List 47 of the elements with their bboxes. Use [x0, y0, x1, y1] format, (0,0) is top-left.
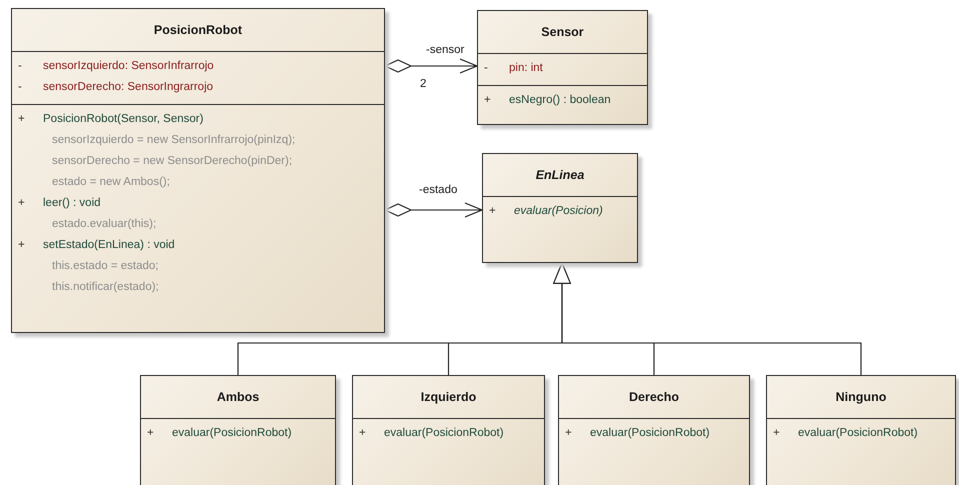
class-name: PosicionRobot	[154, 23, 242, 37]
class-box	[558, 375, 750, 485]
method-text: evaluar(PosicionRobot)	[172, 426, 292, 440]
class-box	[766, 375, 956, 485]
class-box	[477, 10, 648, 125]
class-name: Ninguno	[836, 390, 886, 404]
visibility-marker: -	[18, 59, 22, 73]
visibility-marker: +	[489, 204, 496, 218]
code-line: this.estado = estado;	[52, 259, 158, 273]
attribute-text: sensorDerecho: SensorIngrarrojo	[43, 80, 214, 94]
class-name: Derecho	[628, 390, 680, 404]
method-text: evaluar(PosicionRobot)	[798, 426, 918, 440]
visibility-marker: +	[484, 93, 491, 107]
class-box	[140, 375, 336, 485]
visibility-marker: +	[565, 426, 572, 440]
class-name: Izquierdo	[420, 390, 476, 404]
aggregation-arrow	[384, 58, 478, 74]
attribute-text: pin: int	[509, 61, 543, 75]
visibility-marker: +	[18, 196, 25, 210]
method-text: evaluar(PosicionRobot)	[384, 426, 504, 440]
visibility-marker: +	[18, 112, 25, 126]
method-text: leer() : void	[43, 196, 101, 210]
class-box	[11, 8, 385, 333]
generalization-arrow	[553, 262, 862, 375]
visibility-marker: +	[18, 238, 25, 252]
method-text: evaluar(PosicionRobot)	[590, 426, 710, 440]
code-line: estado = new Ambos();	[52, 175, 170, 189]
class-name: Sensor	[541, 25, 584, 39]
code-line: estado.evaluar(this);	[52, 217, 156, 231]
attribute-text: sensorIzquierdo: SensorInfrarrojo	[43, 59, 214, 73]
class-box	[352, 375, 545, 485]
visibility-marker: +	[147, 426, 154, 440]
method-text: esNegro() : boolean	[509, 93, 611, 107]
method-text: setEstado(EnLinea) : void	[43, 238, 175, 252]
method-text: PosicionRobot(Sensor, Sensor)	[43, 112, 204, 126]
code-line: sensorDerecho = new SensorDerecho(pinDer);	[52, 154, 292, 168]
class-box	[482, 153, 638, 263]
visibility-marker: -	[18, 80, 22, 94]
class-name: EnLinea	[536, 168, 584, 182]
visibility-marker: +	[773, 426, 780, 440]
code-line: sensorIzquierdo = new SensorInfrarrojo(pinIzq);	[52, 133, 296, 147]
class-name: Ambos	[216, 390, 260, 404]
method-text: evaluar(Posicion)	[514, 204, 603, 218]
aggregation-arrow	[384, 202, 483, 218]
code-line: this.notificar(estado);	[52, 280, 159, 294]
visibility-marker: -	[484, 61, 488, 75]
visibility-marker: +	[359, 426, 366, 440]
